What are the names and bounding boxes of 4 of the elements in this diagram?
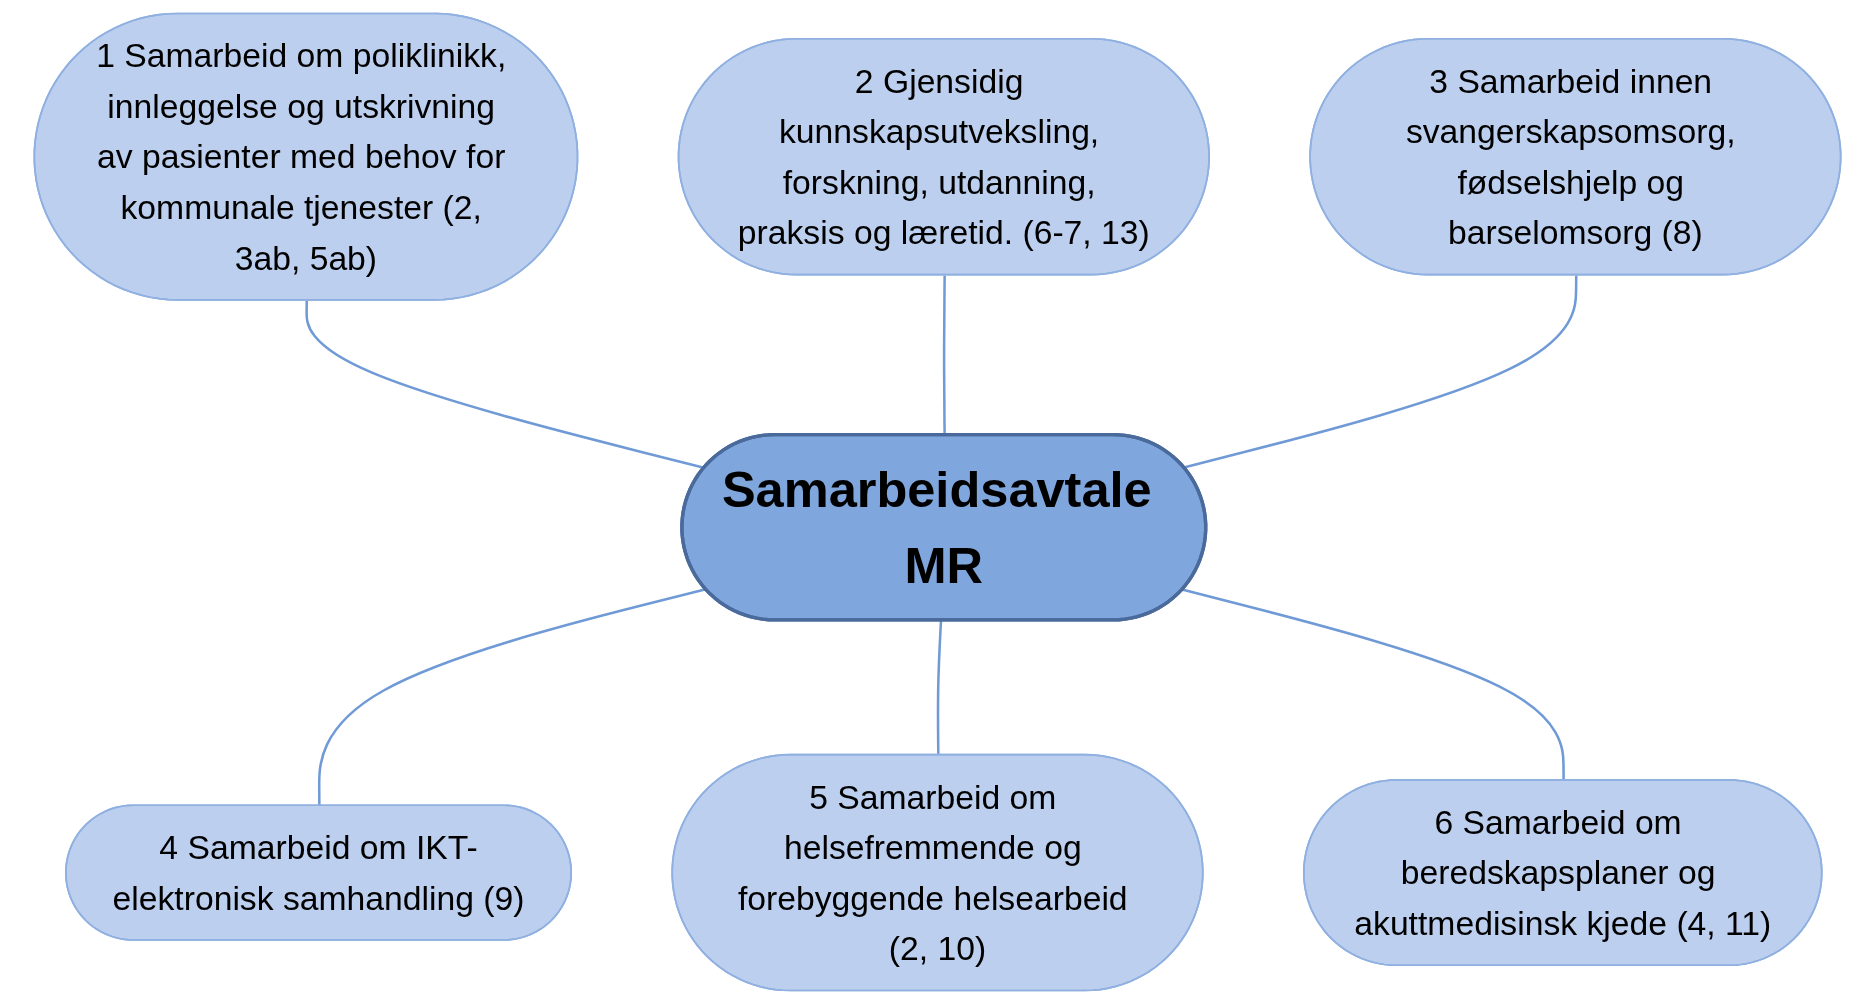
connector [1183,275,1578,469]
connector [936,620,943,756]
connector [1182,588,1565,781]
connector [317,588,707,807]
